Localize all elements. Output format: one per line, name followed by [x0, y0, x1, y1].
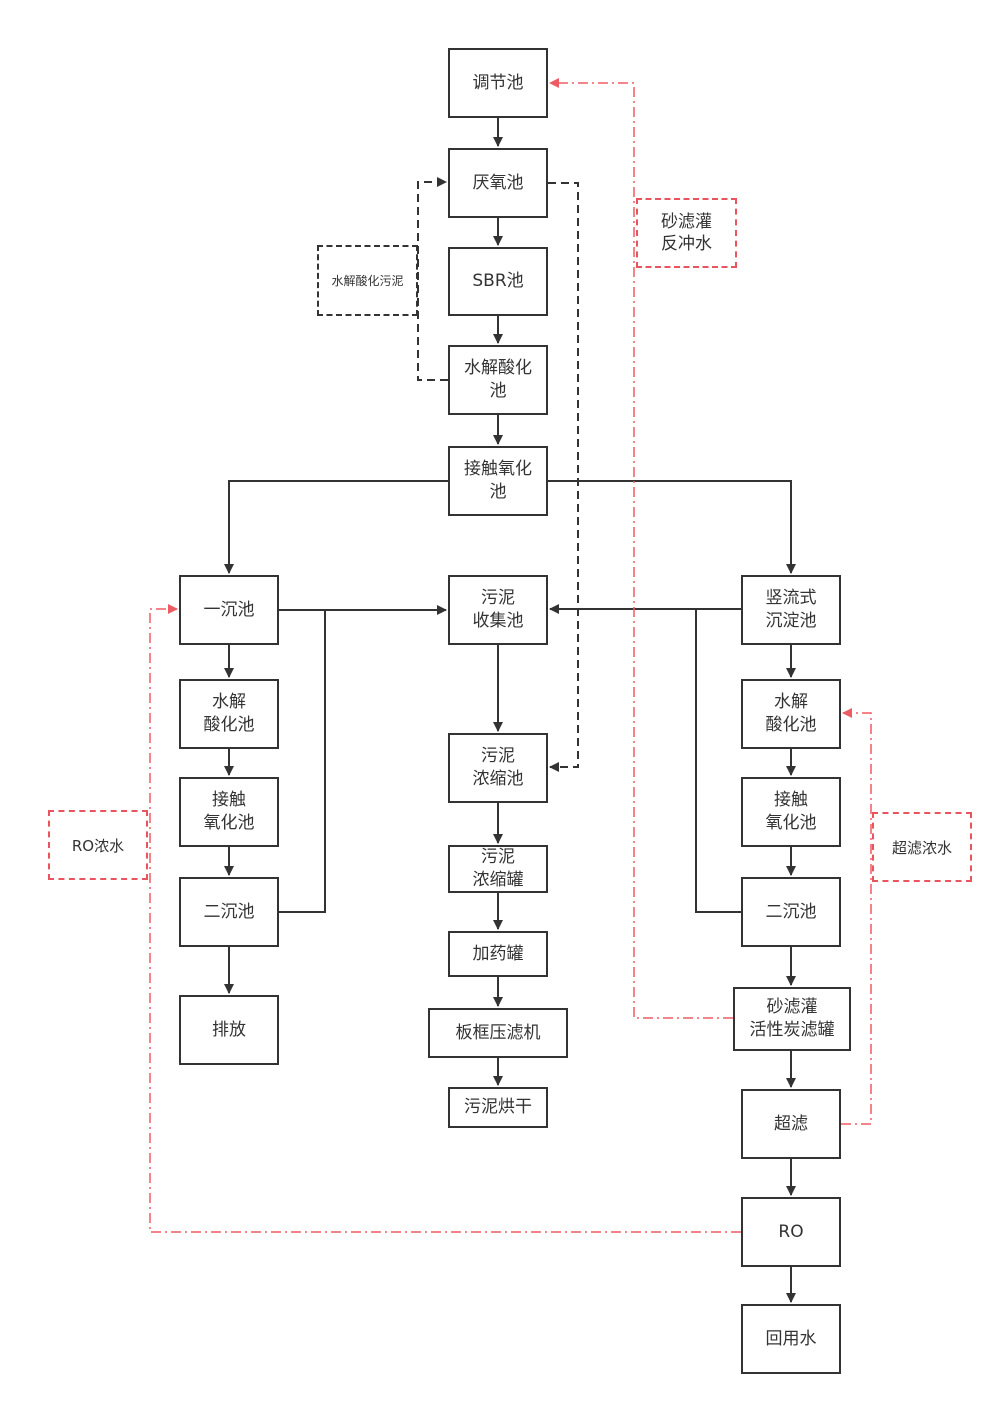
node-erchen-left: 二沉池 [179, 877, 279, 947]
node-wuni-nongsuo-guan: 污泥 浓缩罐 [448, 845, 548, 893]
note-ro-concentrate: RO浓水 [48, 810, 148, 880]
node-sbr: SBR池 [448, 247, 548, 316]
node-jiechu-left: 接触 氧化池 [179, 777, 279, 847]
note-uf-concentrate: 超滤浓水 [872, 812, 972, 882]
node-chaolv: 超滤 [741, 1089, 841, 1159]
node-paifang: 排放 [179, 995, 279, 1065]
node-wuni-nongsuo-chi: 污泥 浓缩池 [448, 733, 548, 803]
node-jiayao: 加药罐 [448, 931, 548, 977]
node-yichenchi: 一沉池 [179, 575, 279, 645]
arrow-ro-concentrate [149, 604, 741, 1233]
node-tiaojiechi: 调节池 [448, 48, 548, 118]
arrow-anaerobic-sludge [548, 182, 579, 772]
node-shalv: 砂滤灌 活性炭滤罐 [733, 987, 851, 1051]
arrow-sludge-return [417, 177, 448, 381]
arrow-split-right [548, 480, 796, 574]
node-shuxing: 竖流式 沉淀池 [741, 575, 841, 645]
node-banjuang: 板框压滤机 [428, 1008, 568, 1058]
arrow-split-left [224, 480, 448, 574]
node-shuijie-left: 水解 酸化池 [179, 679, 279, 749]
node-wuni-honggan: 污泥烘干 [448, 1087, 548, 1128]
node-shuijie-right: 水解 酸化池 [741, 679, 841, 749]
note-backwash: 砂滤灌 反冲水 [636, 198, 737, 268]
node-shuijie-top: 水解酸化 池 [448, 345, 548, 415]
arrow-uf-concentrate [841, 708, 872, 1125]
node-jiechu-top: 接触氧化 池 [448, 446, 548, 516]
node-huiyong: 回用水 [741, 1304, 841, 1374]
arrow-backwash-return [549, 78, 733, 1019]
node-yanyangchi: 厌氧池 [448, 148, 548, 218]
node-erchen-right: 二沉池 [741, 877, 841, 947]
note-sludge-return: 水解酸化污泥 [317, 245, 418, 316]
line-erchen-left-sludge [279, 610, 326, 913]
node-ro: RO [741, 1197, 841, 1267]
node-wuni-shouji: 污泥 收集池 [448, 575, 548, 645]
node-jiechu-right: 接触 氧化池 [741, 777, 841, 847]
line-erchen-right-sludge [695, 609, 741, 913]
